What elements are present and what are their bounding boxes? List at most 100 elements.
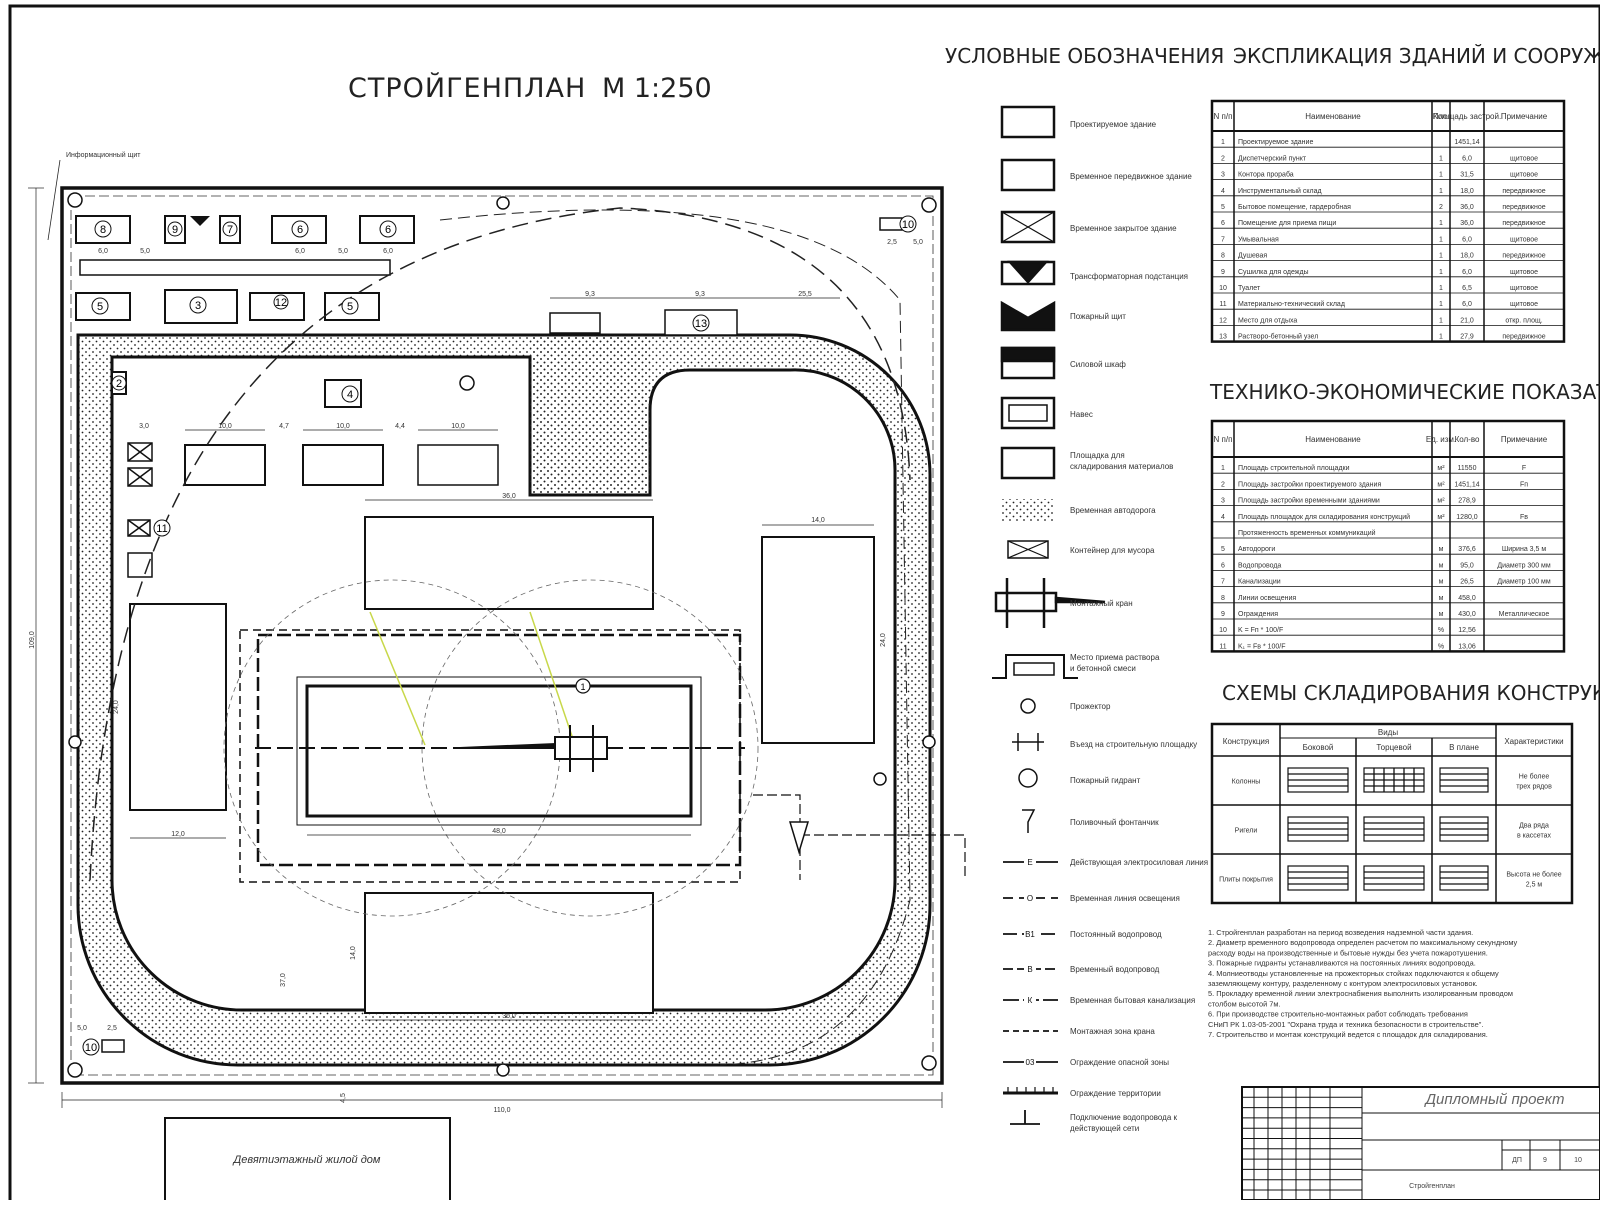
note-line: 5. Прокладку временной линии электроснаб…: [1208, 989, 1513, 998]
legend-label: Монтажная зона крана: [1070, 1027, 1155, 1036]
note-line: 6. При производстве строительно-монтажны…: [1208, 1010, 1468, 1019]
table-cell: 1280,0: [1456, 514, 1478, 521]
table-header: Кол-во: [1455, 435, 1480, 444]
table-cell: передвижное: [1502, 188, 1545, 195]
table-cell: 278,9: [1458, 498, 1476, 505]
road-stub: [530, 335, 650, 495]
table-cell: в кассетах: [1517, 833, 1551, 840]
storage-schemes: СХЕМЫ СКЛАДИРОВАНИЯ КОНСТРУКЦ Конструкци…: [1210, 681, 1600, 905]
table-cell: K₁ = Fв * 100/F: [1238, 643, 1286, 650]
site-fence: [60, 186, 944, 1085]
plan-title: СТРОЙГЕНПЛАН: [348, 72, 586, 104]
table-cell: трех рядов: [1516, 784, 1552, 791]
table-cell: м²: [1437, 481, 1445, 488]
table-cell: Площадь строительной площадки: [1238, 464, 1350, 472]
table-cell: 6: [1221, 220, 1225, 227]
note-line: 2. Диаметр временного водопровода опреде…: [1208, 938, 1517, 947]
marker-3: 3: [195, 300, 201, 312]
dim-rbu-2: 9,3: [695, 291, 705, 298]
floodlight-icon: [496, 196, 510, 210]
table-cell: м²: [1437, 465, 1445, 472]
table-cell: м: [1439, 611, 1444, 618]
marker-1: 1: [580, 682, 585, 692]
legend-mobile-building-icon: [1000, 158, 1056, 192]
note-line: СНиП РК 1.03-05-2001 "Охрана труда и тех…: [1208, 1020, 1483, 1029]
table-cell: 10: [1219, 285, 1227, 292]
table-cell: Не более: [1519, 773, 1550, 781]
table-cell: Контора прораба: [1238, 171, 1294, 179]
dim-b4: 5,0: [338, 248, 348, 255]
legend-fountain-icon: [1022, 809, 1036, 833]
table-cell: 458,0: [1458, 595, 1476, 602]
table-cell: 6,5: [1462, 285, 1472, 292]
stamp-stage: ДП: [1512, 1157, 1522, 1164]
designed-building-outline: [296, 676, 702, 826]
table-header: Торцевой: [1376, 743, 1411, 752]
dim-rbu-1: 9,3: [585, 291, 595, 298]
table-cell: 1: [1439, 301, 1443, 308]
floodlight-icon: [921, 197, 937, 213]
table-cell: 1: [1439, 334, 1443, 341]
plan-dimensions: [28, 187, 943, 1108]
legend-label: Въезд на строительную площадку: [1070, 740, 1197, 749]
table-cell: 13: [1219, 334, 1227, 341]
table-cell: передвижное: [1502, 204, 1545, 211]
table-cell: Линии освещения: [1238, 595, 1296, 602]
table-cell: щитовое: [1510, 301, 1538, 308]
floodlights: [67, 192, 937, 1078]
legend-label: Ограждение опасной зоны: [1070, 1058, 1169, 1067]
table-cell: щитовое: [1510, 236, 1538, 243]
legend-label: Временная бытовая канализация: [1070, 996, 1195, 1005]
dim-b2: 5,0: [140, 248, 150, 255]
table-cell: щитовое: [1510, 285, 1538, 292]
table-cell: %: [1438, 643, 1444, 650]
table-cell: 430,0: [1458, 611, 1476, 618]
legend-label: Проектируемое здание: [1070, 120, 1157, 129]
table-cell: 8: [1221, 595, 1225, 602]
dim-left-height: 24,0: [113, 700, 120, 714]
table-cell: 2,5 м: [1526, 882, 1543, 889]
title-block: Дипломный проект Стройгенплан ДП 9 10: [1241, 1086, 1600, 1201]
table-cell: 95,0: [1460, 562, 1474, 569]
table-cell: 11550: [1458, 465, 1477, 472]
crane-radius-hatch-2: [529, 611, 576, 746]
rbu-13: [549, 312, 601, 334]
table-cell: Fп: [1520, 481, 1528, 488]
table-cell: 6,0: [1462, 301, 1472, 308]
designed-building: [305, 684, 693, 818]
table-cell: откр. площ.: [1505, 317, 1542, 324]
marker-13: 13: [695, 318, 707, 330]
note-line: 7. Строительство и монтаж конструкций ве…: [1208, 1030, 1488, 1039]
plan-markers: 8 9 7 6 6 5 3 12 5 4 2 11 13 10 10 1: [82, 215, 917, 1056]
legend-label: Временное закрытое здание: [1070, 224, 1177, 233]
storage-areas: [129, 516, 875, 1014]
table-cell: 21,0: [1460, 317, 1474, 324]
legend-entrance-icon: [1012, 733, 1044, 751]
stamp-project: Дипломный проект: [1423, 1091, 1564, 1108]
table-header: Площадь застрой.: [1433, 112, 1501, 121]
legend-label: Временный водопровод: [1070, 965, 1160, 974]
legend-label: Действующая электросиловая линия: [1070, 858, 1208, 867]
dim-shed-1: 10,0: [218, 423, 232, 430]
table-cell: 2: [1221, 481, 1225, 488]
table-header: N п/п: [1214, 435, 1233, 444]
table-cell: щитовое: [1510, 172, 1538, 179]
marker-9: 9: [172, 224, 178, 236]
table-cell: Ригели: [1235, 828, 1258, 835]
legend-title: УСЛОВНЫЕ ОБОЗНАЧЕНИЯ: [945, 44, 1224, 68]
dim-gap-2: 4,7: [279, 423, 289, 430]
legend-label: действующей сети: [1070, 1124, 1139, 1133]
dim-right-height: 24,0: [880, 633, 887, 647]
stamp-sheet: 9: [1543, 1157, 1547, 1164]
legend-line-code: О: [1027, 894, 1033, 903]
table-cell: 31,5: [1460, 172, 1474, 179]
dim-bl-1: 5,0: [77, 1025, 87, 1032]
table-cell: F: [1522, 465, 1526, 472]
dim-toilet-1: 2,5: [887, 239, 897, 246]
storage-left: [129, 603, 227, 811]
legend-hydrant-icon: [1018, 768, 1038, 788]
crane-radius-hatch-1: [369, 611, 426, 746]
table-cell: 9: [1221, 269, 1225, 276]
marker-10a: 10: [902, 219, 914, 231]
temporary-road: [76, 333, 932, 1067]
